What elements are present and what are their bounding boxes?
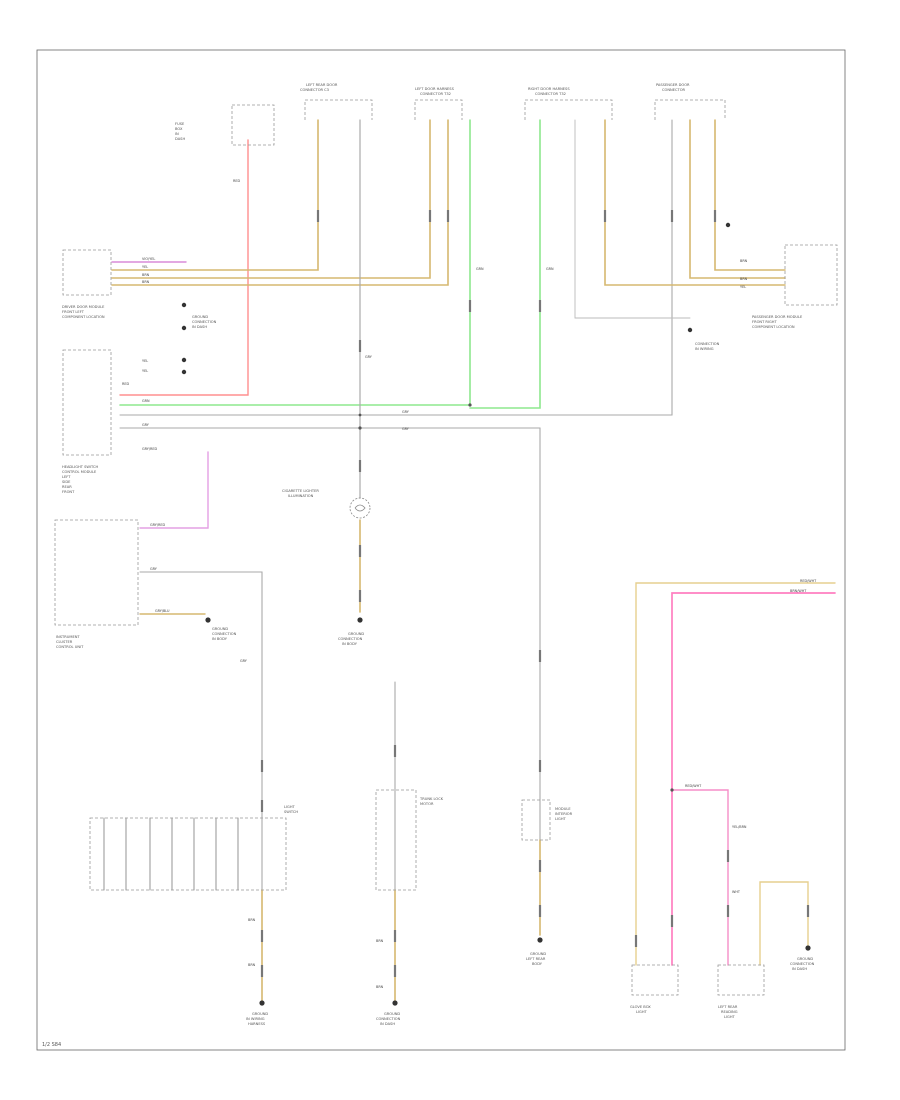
splice-dots bbox=[358, 403, 674, 792]
label-splice: CONNECTION IN WIRING bbox=[695, 342, 720, 351]
wire-violet-b bbox=[139, 451, 209, 529]
wire-label-2: YEL bbox=[142, 265, 148, 269]
light-switch bbox=[89, 817, 287, 891]
left-module-b bbox=[62, 349, 112, 456]
wire-label-11: GRY bbox=[402, 427, 410, 431]
wire-pink-lamp bbox=[671, 592, 836, 966]
label-conn-top-d: PASSENGER DOOR CONNECTOR bbox=[656, 83, 691, 92]
wire-label-17: BRN bbox=[248, 918, 256, 922]
wire-tan-lamp-a bbox=[635, 582, 836, 966]
trunk-lock bbox=[375, 789, 417, 891]
wire-label-12: GRY/RED bbox=[142, 447, 157, 451]
wire-label-9: GRY bbox=[142, 423, 150, 427]
label-ground-d: GROUND IN WIRING HARNESS bbox=[246, 1012, 269, 1026]
page-code: 1/2 S84 bbox=[42, 1042, 61, 1048]
wire-label-4: BRN bbox=[142, 280, 150, 284]
wire-pink-branch bbox=[671, 789, 729, 966]
wire-label-15: GRY/BLU bbox=[155, 609, 170, 613]
label-conn-top-c: RIGHT DOOR HARNESS CONNECTOR T32 bbox=[528, 87, 571, 96]
label-ground-b: GROUND CONNECTION IN BODY bbox=[212, 627, 237, 641]
diagram-frame bbox=[36, 49, 846, 1051]
wire-label-14: GRY bbox=[150, 567, 158, 571]
lamp-b-box bbox=[717, 964, 765, 996]
label-lamp-b: LEFT REAR READING LIGHT bbox=[718, 1005, 739, 1019]
wire-label-3: BRN bbox=[142, 273, 150, 277]
wire-label-8: GRN bbox=[142, 399, 150, 403]
wire-code-labels: VIO/YEL YEL BRN BRN YEL YEL RED GRN GRY … bbox=[122, 179, 817, 989]
wire-label-20: BRN bbox=[376, 985, 384, 989]
label-ground-a: GROUND CONNECTION IN DASH bbox=[192, 315, 217, 329]
wire-gray-cluster bbox=[139, 571, 263, 891]
wire-tan-a bbox=[111, 119, 319, 271]
wire-green-b bbox=[469, 119, 541, 409]
label-light-switch: LIGHT SWITCH bbox=[284, 805, 298, 814]
label-right-module: PASSENGER DOOR MODULE FRONT RIGHT COMPON… bbox=[752, 315, 803, 329]
label-cigarette-lighter: CIGARETTE LIGHTER ILLUMINATION bbox=[282, 489, 320, 498]
component-labels: DRIVER DOOR MODULE FRONT LEFT COMPONENT … bbox=[56, 83, 803, 1019]
lamp-a-box bbox=[631, 964, 679, 996]
label-left-module-b: HEADLIGHT SWITCH CONTROL MODULE LEFT SID… bbox=[62, 465, 99, 494]
label-ground-c: GROUND CONNECTION IN BODY bbox=[338, 632, 365, 646]
components bbox=[54, 104, 838, 996]
wire-label-7: RED bbox=[122, 382, 129, 386]
ground-dots bbox=[181, 222, 811, 1006]
wire-tan-right-b bbox=[714, 119, 786, 271]
wire-label-10: GRY bbox=[402, 410, 410, 414]
wire-label-25: WHT bbox=[732, 890, 741, 894]
wire-tan-right-c bbox=[689, 119, 786, 279]
label-ground-g: GROUND CONNECTION IN DASH bbox=[790, 957, 815, 971]
wire-label-21: RED/WHT bbox=[800, 579, 817, 583]
label-lamp-a: GLOVE BOX LIGHT bbox=[630, 1005, 652, 1014]
left-module-a bbox=[62, 249, 112, 296]
wire-label-32: RED bbox=[233, 179, 240, 183]
wire-label-28: YEL bbox=[740, 285, 746, 289]
label-instrument-cluster: INSTRUMENT CLUSTER CONTROL UNIT bbox=[56, 635, 84, 649]
wire-label-16: GRY bbox=[240, 659, 248, 663]
wire-gray-rear bbox=[119, 427, 541, 841]
right-module bbox=[784, 244, 838, 306]
interior-module bbox=[521, 799, 551, 841]
wire-label-24: YEL/BRN bbox=[732, 825, 747, 829]
wire-label-26: BRN bbox=[740, 259, 748, 263]
wire-gray-right-top bbox=[119, 119, 673, 416]
label-conn-top-b: LEFT DOOR HARNESS CONNECTOR T32 bbox=[415, 87, 455, 96]
wire-tan-right-a bbox=[604, 119, 786, 286]
switch-stubs bbox=[103, 817, 239, 891]
wire-label-27: BRN bbox=[740, 277, 748, 281]
label-ground-e: GROUND CONNECTION IN DASH bbox=[376, 1012, 401, 1026]
connector-marks bbox=[260, 210, 810, 977]
connector-top-bars bbox=[304, 99, 726, 120]
wire-label-5: YEL bbox=[142, 359, 148, 363]
wire-label-22: BRN/WHT bbox=[790, 589, 807, 593]
label-ground-f: GROUND LEFT REAR BODY bbox=[526, 952, 547, 966]
wire-label-19: BRN bbox=[376, 939, 384, 943]
top-fuse-box bbox=[231, 104, 275, 146]
label-trunk-lock: TRUNK LOCK MOTOR bbox=[419, 797, 444, 806]
cigarette-lighter-symbol bbox=[349, 497, 371, 519]
instrument-cluster bbox=[54, 519, 139, 626]
wire-tan-b bbox=[111, 119, 431, 279]
label-top-fuse: FUSE BOX IN DASH bbox=[175, 122, 185, 141]
wire-tan-lamp-b bbox=[759, 881, 809, 966]
wire-label-31: GRN bbox=[546, 267, 554, 271]
wire-label-18: BRN bbox=[248, 963, 256, 967]
wires bbox=[103, 119, 836, 1001]
wire-gray-split bbox=[574, 119, 691, 319]
ground-labels: GROUND CONNECTION IN DASH GROUND CONNECT… bbox=[192, 315, 815, 1026]
label-left-module-a: DRIVER DOOR MODULE FRONT LEFT COMPONENT … bbox=[62, 305, 106, 319]
wire-label-29: GRY bbox=[365, 355, 373, 359]
wire-label-1: VIO/YEL bbox=[142, 257, 155, 261]
wire-label-6: YEL bbox=[142, 369, 148, 373]
label-conn-top-a: LEFT REAR DOOR CONNECTOR C3 bbox=[300, 83, 339, 92]
label-interior-module: MODULE INTERIOR LIGHT bbox=[555, 807, 573, 821]
wire-label-30: GRN bbox=[476, 267, 484, 271]
wire-red-fuse bbox=[119, 139, 249, 396]
wire-label-13: GRY/RED bbox=[150, 523, 165, 527]
wire-tan-c bbox=[111, 119, 449, 286]
wire-label-23: RED/WHT bbox=[685, 784, 702, 788]
